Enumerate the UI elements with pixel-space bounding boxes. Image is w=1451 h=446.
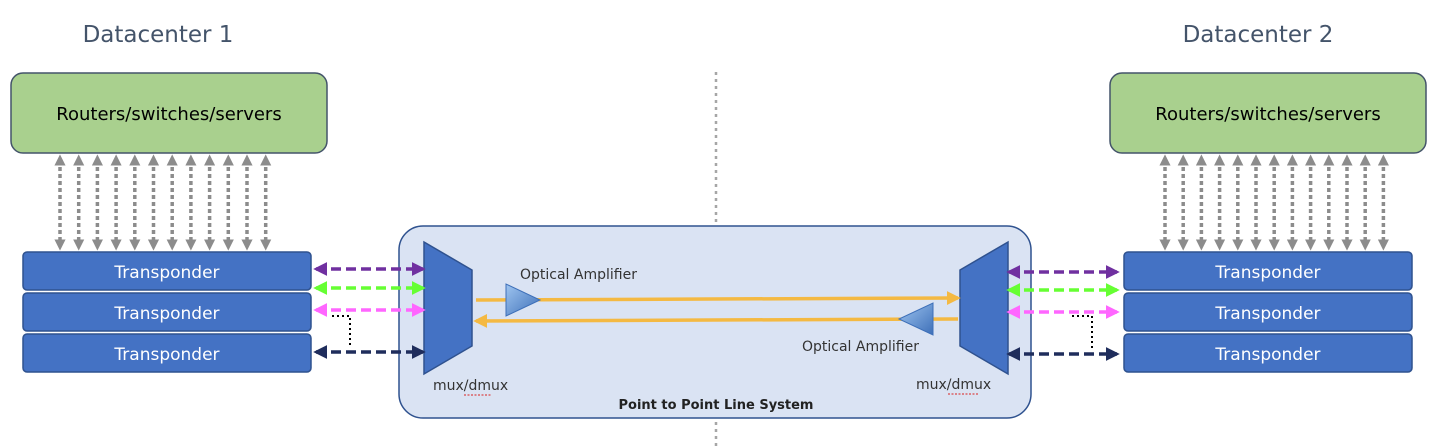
transponder-right-3: Transponder xyxy=(1123,333,1413,373)
transponder-label: Transponder xyxy=(113,345,219,365)
transponder-right-2: Transponder xyxy=(1123,292,1413,332)
transponder-left-3: Transponder xyxy=(22,333,312,373)
dotted-connector-right xyxy=(1072,315,1093,348)
router-label-right: Routers/switches/servers xyxy=(1155,104,1380,125)
transponder-label: Transponder xyxy=(1214,304,1320,324)
transponder-label: Transponder xyxy=(1214,345,1320,365)
transponder-label: Transponder xyxy=(113,304,219,324)
line-system-label: Point to Point Line System xyxy=(619,398,814,413)
transponder-left-2: Transponder xyxy=(22,292,312,332)
datacenter-2-title: Datacenter 2 xyxy=(1183,22,1334,48)
mux-right-label: mux/dmux xyxy=(916,377,991,393)
mux-dmux-right xyxy=(959,240,1009,376)
router-label-left: Routers/switches/servers xyxy=(56,104,281,125)
amplifier-top-label: Optical Amplifier xyxy=(520,267,637,283)
grey-links-right xyxy=(1159,154,1390,251)
transponder-right-1: Transponder xyxy=(1123,251,1413,291)
dotted-connector-left xyxy=(332,315,351,346)
datacenter-1-title: Datacenter 1 xyxy=(83,22,234,48)
mux-left-label: mux/dmux xyxy=(433,378,508,394)
mux-dmux-left xyxy=(423,240,473,376)
router-box-right: Routers/switches/servers xyxy=(1109,72,1427,154)
fiber-westbound xyxy=(473,313,959,328)
router-box-left: Routers/switches/servers xyxy=(10,72,328,154)
fiber-eastbound xyxy=(475,291,961,306)
transponder-left-1: Transponder xyxy=(22,251,312,291)
grey-links-left xyxy=(54,154,272,251)
optical-amplifier-west-icon xyxy=(897,302,934,336)
line-system-box xyxy=(398,225,1032,419)
optical-amplifier-east-icon xyxy=(505,283,542,317)
amplifier-bottom-label: Optical Amplifier xyxy=(802,339,919,355)
transponder-label: Transponder xyxy=(1214,263,1320,283)
transponder-label: Transponder xyxy=(113,263,219,283)
